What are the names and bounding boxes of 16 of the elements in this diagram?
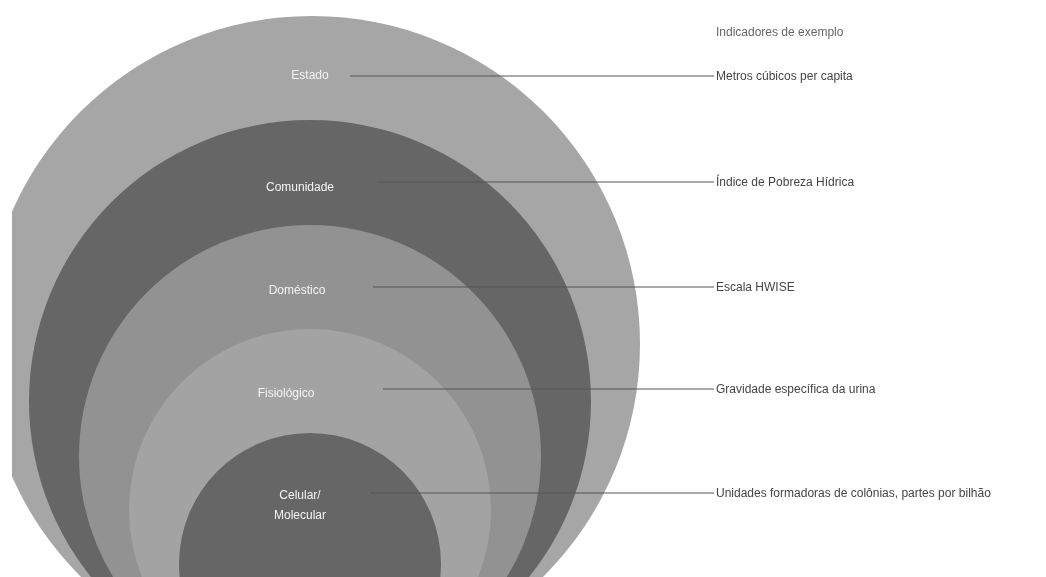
indicator-text: Escala HWISE [716, 279, 795, 295]
level-label: Estado [290, 67, 330, 84]
level-label: Fisiológico [256, 385, 316, 402]
leader-line [372, 286, 715, 288]
indicator-text: Gravidade específica da urina [716, 381, 876, 397]
leader-line [376, 181, 715, 183]
level-label: Comunidade [264, 179, 335, 196]
indicator-text: Metros cúbicos per capita [716, 68, 853, 84]
leader-line [382, 388, 715, 390]
level-label: Doméstico [267, 282, 327, 299]
leader-line [349, 75, 715, 77]
indicator-text: Índice de Pobreza Hídrica [716, 174, 855, 190]
level-label: Celular/ Molecular [273, 487, 327, 524]
column-heading: Indicadores de exemplo [716, 24, 844, 40]
leader-line [369, 492, 715, 494]
indicator-text: Unidades formadoras de colônias, partes por bilhão [716, 485, 991, 501]
